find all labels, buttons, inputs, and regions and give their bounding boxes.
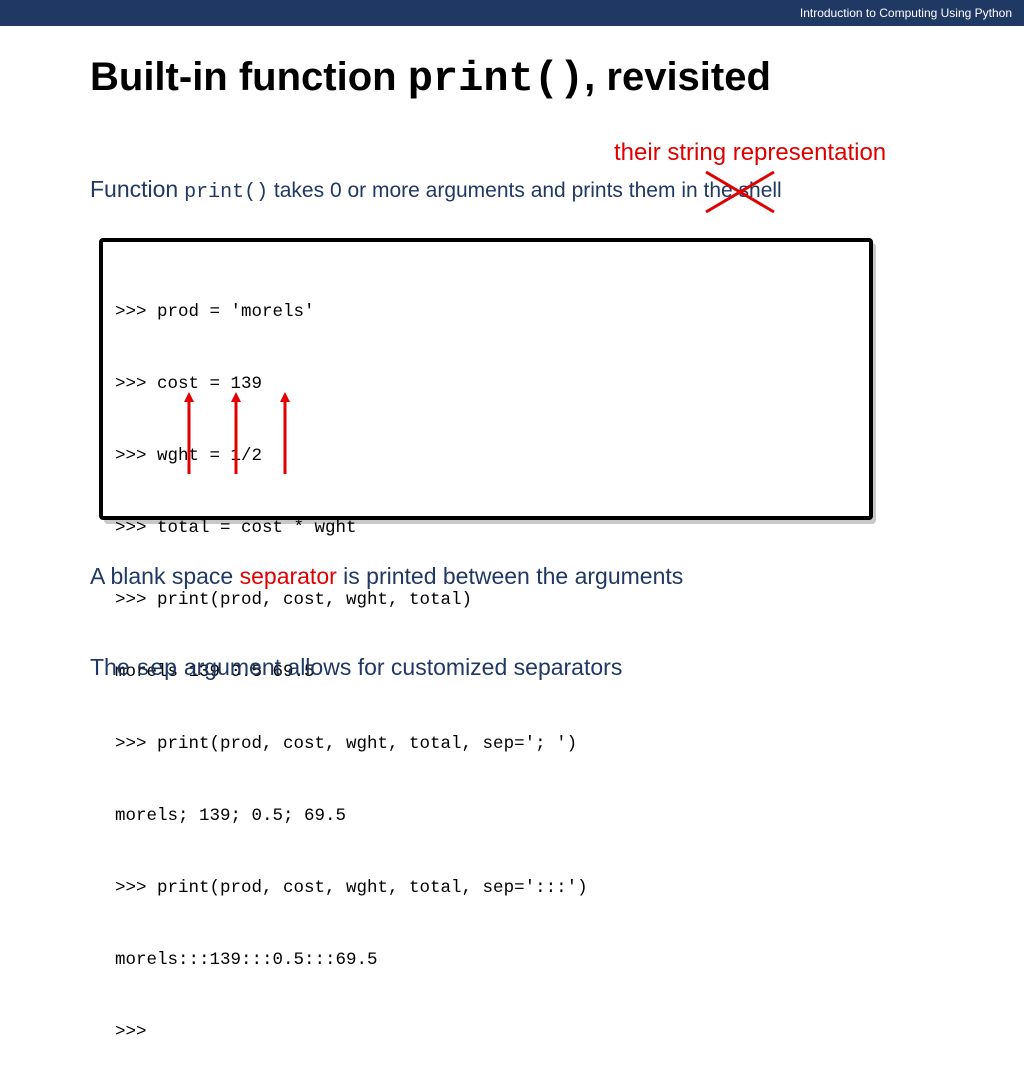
separator-arrows: [184, 392, 290, 474]
sep-argument-note: The sep argument allows for customized s…: [90, 654, 622, 682]
note2-after: argument allows for customized separator…: [183, 654, 623, 680]
slide-title: Built-in function print(), revisited: [90, 55, 771, 103]
course-title: Introduction to Computing Using Python: [799, 6, 1012, 20]
intro-mid: takes 0 or more arguments and prints: [273, 179, 623, 202]
intro-struck-word: them: [628, 179, 676, 202]
title-code: print(): [407, 55, 585, 103]
title-text: Built-in function: [90, 55, 397, 99]
shell-line: >>> print(prod, cost, wght, total, sep='…: [115, 734, 578, 754]
header-bar: Introduction to Computing Using Python: [0, 0, 1024, 26]
note2-before: The: [90, 654, 130, 680]
intro-code: print(): [184, 181, 269, 204]
separator-note: A blank space separator is printed betwe…: [90, 563, 683, 590]
shell-line: >>> print(prod, cost, wght, total, sep='…: [115, 878, 588, 898]
shell-prompt: >>>: [115, 1022, 147, 1042]
shell-output-line: morels:::139:::0.5:::69.5: [115, 950, 378, 970]
shell-line: >>> prod = 'morels': [115, 302, 315, 322]
sep-code: sep: [136, 656, 178, 682]
shell-line: >>> print(prod, cost, wght, total): [115, 590, 473, 610]
note1-before: A blank space: [90, 563, 234, 589]
intro-prefix: Function: [90, 176, 179, 202]
separator-highlight: separator: [239, 563, 337, 589]
string-representation-annotation: their string representation: [614, 139, 887, 166]
shell-output-line: morels 139 0.5 69.5: [115, 662, 315, 682]
shell-line: >>> total = cost * wght: [115, 518, 357, 538]
shell-line: >>> cost = 139: [115, 374, 263, 394]
intro-line: Function print() takes 0 or more argumen…: [90, 176, 782, 204]
intro-end: in the shell: [681, 179, 782, 202]
title-suffix: , revisited: [584, 55, 771, 99]
note1-after: is printed between the arguments: [343, 563, 684, 589]
strike-through-mark: [705, 170, 775, 214]
shell-output-line: morels; 139; 0.5; 69.5: [115, 806, 347, 826]
